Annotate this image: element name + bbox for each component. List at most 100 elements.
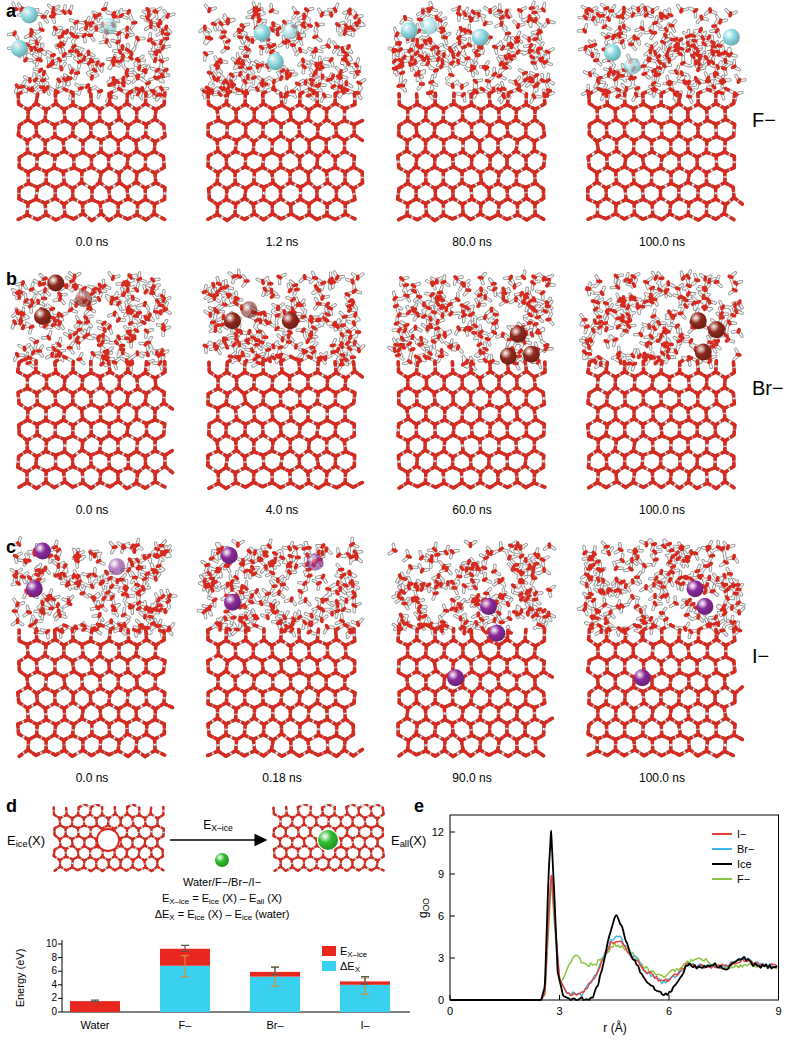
node-label: Eall(X): [388, 833, 429, 848]
ion-sphere: [696, 598, 713, 615]
text-part: 0.18 ns: [262, 771, 301, 785]
text-part: d: [6, 796, 17, 816]
ion-sphere: [282, 312, 299, 329]
subscript: OO: [421, 898, 431, 911]
figure-label: 0: [447, 1005, 453, 1018]
error-bar: [271, 967, 279, 974]
hydrogen-stick: [581, 271, 743, 489]
md-snapshot: [203, 270, 363, 488]
ion-sphere: [695, 343, 712, 360]
md-snapshot: [581, 271, 743, 489]
text-part: Water/F−/Br−/I−: [183, 876, 261, 888]
axis-tick: [450, 916, 455, 917]
hydrogen-stick: [389, 271, 554, 488]
axis-tick: [58, 984, 62, 985]
legend-line-sample: [712, 848, 732, 850]
md-snapshot: [9, 3, 174, 220]
text-part: 0.0 ns: [76, 771, 109, 785]
figure-label: ΔEX = Eice (X) – Eice (water): [155, 908, 290, 921]
vacancy-circle: [97, 829, 119, 851]
figure-label: F−: [752, 109, 776, 132]
legend-text: F−: [737, 873, 750, 886]
ion-sphere: [690, 312, 707, 329]
h-bond-outline: [12, 273, 172, 489]
figure-label: 0: [51, 1006, 57, 1018]
axis-tick: [559, 995, 560, 1000]
text-part: 100.0 ns: [639, 503, 685, 517]
ion-sphere: [34, 543, 51, 560]
text-part: ΔE: [155, 908, 170, 920]
text-part: 0.0 ns: [76, 235, 109, 249]
ion-sphere: [21, 7, 38, 24]
figure-label: Water: [81, 1019, 110, 1032]
subscript: ice: [195, 913, 205, 922]
hydrogen-stick: [11, 538, 176, 757]
subscript: all: [400, 839, 409, 849]
text-part: F−: [737, 873, 750, 885]
text-part: F−: [752, 109, 776, 131]
axis-tick: [450, 832, 455, 833]
energy-bar: [70, 1001, 120, 1012]
ion-sphere: [75, 290, 92, 307]
panel-letter: d: [6, 796, 17, 817]
oxygen-atom: [13, 543, 172, 757]
h-bond-outline: [389, 2, 554, 220]
text-part: 60.0 ns: [452, 503, 491, 517]
error-bar: [361, 977, 369, 984]
text-part: r (Å): [603, 1021, 626, 1035]
figure-label: Br−: [752, 377, 784, 400]
ion-sphere: [224, 594, 241, 611]
ion-sphere: [254, 24, 271, 41]
text-part: ΔE: [340, 960, 355, 972]
snapshot-node: Eice(X): [4, 804, 168, 876]
subscript: ice: [16, 839, 28, 849]
legend-line-sample: [712, 878, 732, 880]
text-part: E: [203, 818, 211, 832]
h-bond-outline: [578, 5, 745, 221]
figure-label: I−: [752, 645, 769, 668]
figure-label: 0.0 ns: [76, 236, 109, 250]
text-part: 3: [438, 952, 444, 964]
legend-text: ΔEX: [340, 960, 360, 973]
md-snapshot: [12, 273, 172, 489]
figure-label: gOO: [417, 898, 431, 918]
hydrogen-stick: [578, 5, 745, 221]
oxygen-atom: [584, 543, 743, 757]
text-part: I−: [752, 645, 769, 667]
h-bond-outline: [11, 538, 176, 757]
text-part: 2: [51, 993, 57, 1004]
error-bar: [181, 945, 189, 951]
ice-snapshot: [268, 804, 388, 876]
figure-label: I–: [360, 1019, 369, 1032]
panel-letter: c: [6, 537, 16, 558]
oxygen-atom: [54, 804, 164, 871]
panel-letter: b: [6, 269, 17, 290]
figure-label: 100.0 ns: [639, 504, 685, 518]
figure-label: 0: [438, 994, 444, 1007]
md-snapshot: [389, 271, 554, 488]
text-part: a: [6, 1, 16, 21]
md-snapshot: [389, 2, 554, 220]
text-part: (X) – E: [219, 892, 256, 904]
ion-sphere: [318, 830, 338, 850]
ion-sphere: [523, 346, 540, 363]
oxygen-atom: [203, 276, 362, 489]
oxygen-atom: [14, 275, 173, 488]
text-part: I−: [737, 828, 746, 840]
arrow-label: EX–ice: [201, 819, 235, 833]
legend-text: EX–ice: [340, 945, 367, 958]
subscript: X–ice: [211, 823, 233, 833]
text-part: (X) – E: [205, 908, 242, 920]
ion-sphere: [604, 44, 621, 61]
figure-label: 6: [51, 965, 57, 977]
text-part: = E: [175, 908, 195, 920]
text-part: 3: [556, 1005, 562, 1017]
legend-text: I−: [737, 828, 746, 841]
ion-sphere: [510, 326, 527, 343]
figure-label: 12: [432, 826, 444, 839]
figure-label: 90.0 ns: [452, 772, 491, 786]
text-part: e: [414, 796, 424, 816]
subscript: all: [256, 897, 264, 906]
figure-label: 6: [438, 910, 444, 923]
